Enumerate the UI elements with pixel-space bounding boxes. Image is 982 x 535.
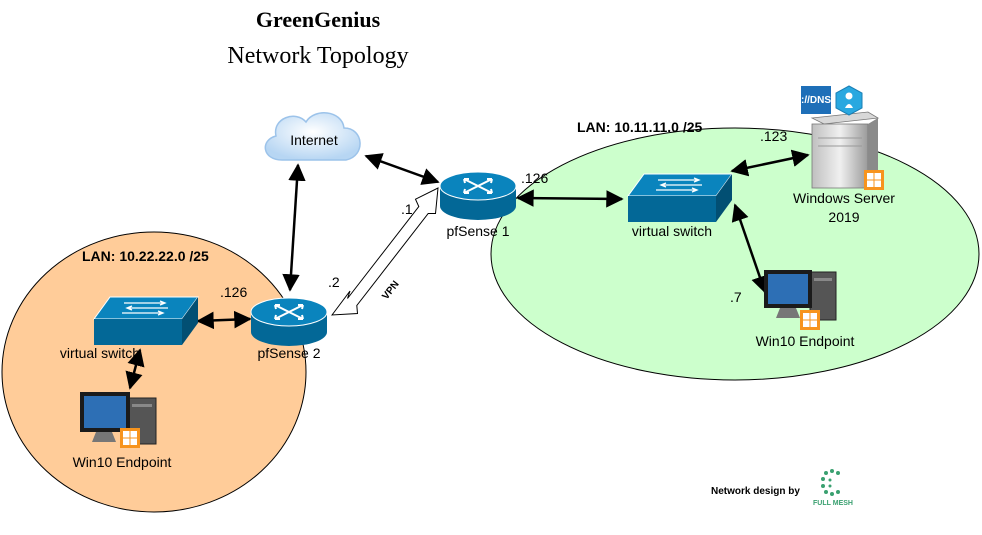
switch-right-label: virtual switch	[632, 223, 712, 239]
link-internet-pfsense2	[282, 163, 306, 292]
pfsense1-router-icon	[439, 171, 517, 220]
full-mesh-brand: FULL MESH	[813, 500, 853, 507]
win10-right-ip: .7	[730, 289, 742, 305]
link-pfsense1-switch	[516, 189, 624, 208]
switch-left-label: virtual switch	[60, 345, 140, 361]
link-switch-win10-left	[125, 348, 145, 390]
credit-label: Network design by	[711, 486, 800, 497]
link-switch-server	[730, 149, 810, 177]
win10-right-computer-icon	[764, 270, 837, 330]
server-label-line2: 2019	[828, 209, 859, 225]
vpn-tunnel-arrow	[330, 187, 439, 316]
windows-server-icon	[810, 111, 884, 190]
lan-left-label: LAN: 10.22.22.0 /25	[82, 248, 209, 264]
internet-label: Internet	[290, 132, 338, 148]
pfsense1-lan-ip: .126	[521, 170, 548, 186]
lan-right-zone	[490, 127, 980, 381]
active-directory-icon	[835, 85, 863, 116]
pfsense1-label: pfSense 1	[446, 223, 509, 239]
svg-text:://DNS: ://DNS	[801, 95, 831, 106]
diagram-title: GreenGenius	[256, 7, 381, 32]
dns-badge-icon: ://DNS	[801, 86, 831, 114]
diagram-subtitle: Network Topology	[227, 43, 408, 69]
server-label-line1: Windows Server	[793, 190, 895, 206]
virtual-switch-left-icon	[93, 296, 199, 345]
lan-right-label: LAN: 10.11.11.0 /25	[577, 119, 703, 135]
win10-left-label: Win10 Endpoint	[73, 454, 172, 470]
internet-cloud-icon	[264, 112, 361, 161]
vpn-label: VPN	[380, 279, 401, 302]
link-pfsense2-switch	[196, 310, 252, 330]
lan-left-zone	[1, 231, 307, 513]
virtual-switch-right-icon	[627, 173, 733, 222]
win10-left-computer-icon	[80, 392, 157, 448]
pfsense1-wan-ip: .1	[401, 201, 413, 217]
pfsense2-wan-ip: .2	[328, 274, 340, 290]
win10-right-label: Win10 Endpoint	[756, 333, 855, 349]
pfsense2-lan-ip: .126	[220, 284, 247, 300]
link-switch-win10-right	[731, 203, 769, 294]
server-ip: .123	[760, 128, 787, 144]
pfsense2-label: pfSense 2	[257, 345, 320, 361]
full-mesh-logo-icon	[821, 469, 840, 496]
link-internet-pfsense1	[364, 153, 440, 185]
pfsense2-router-icon	[250, 297, 328, 346]
